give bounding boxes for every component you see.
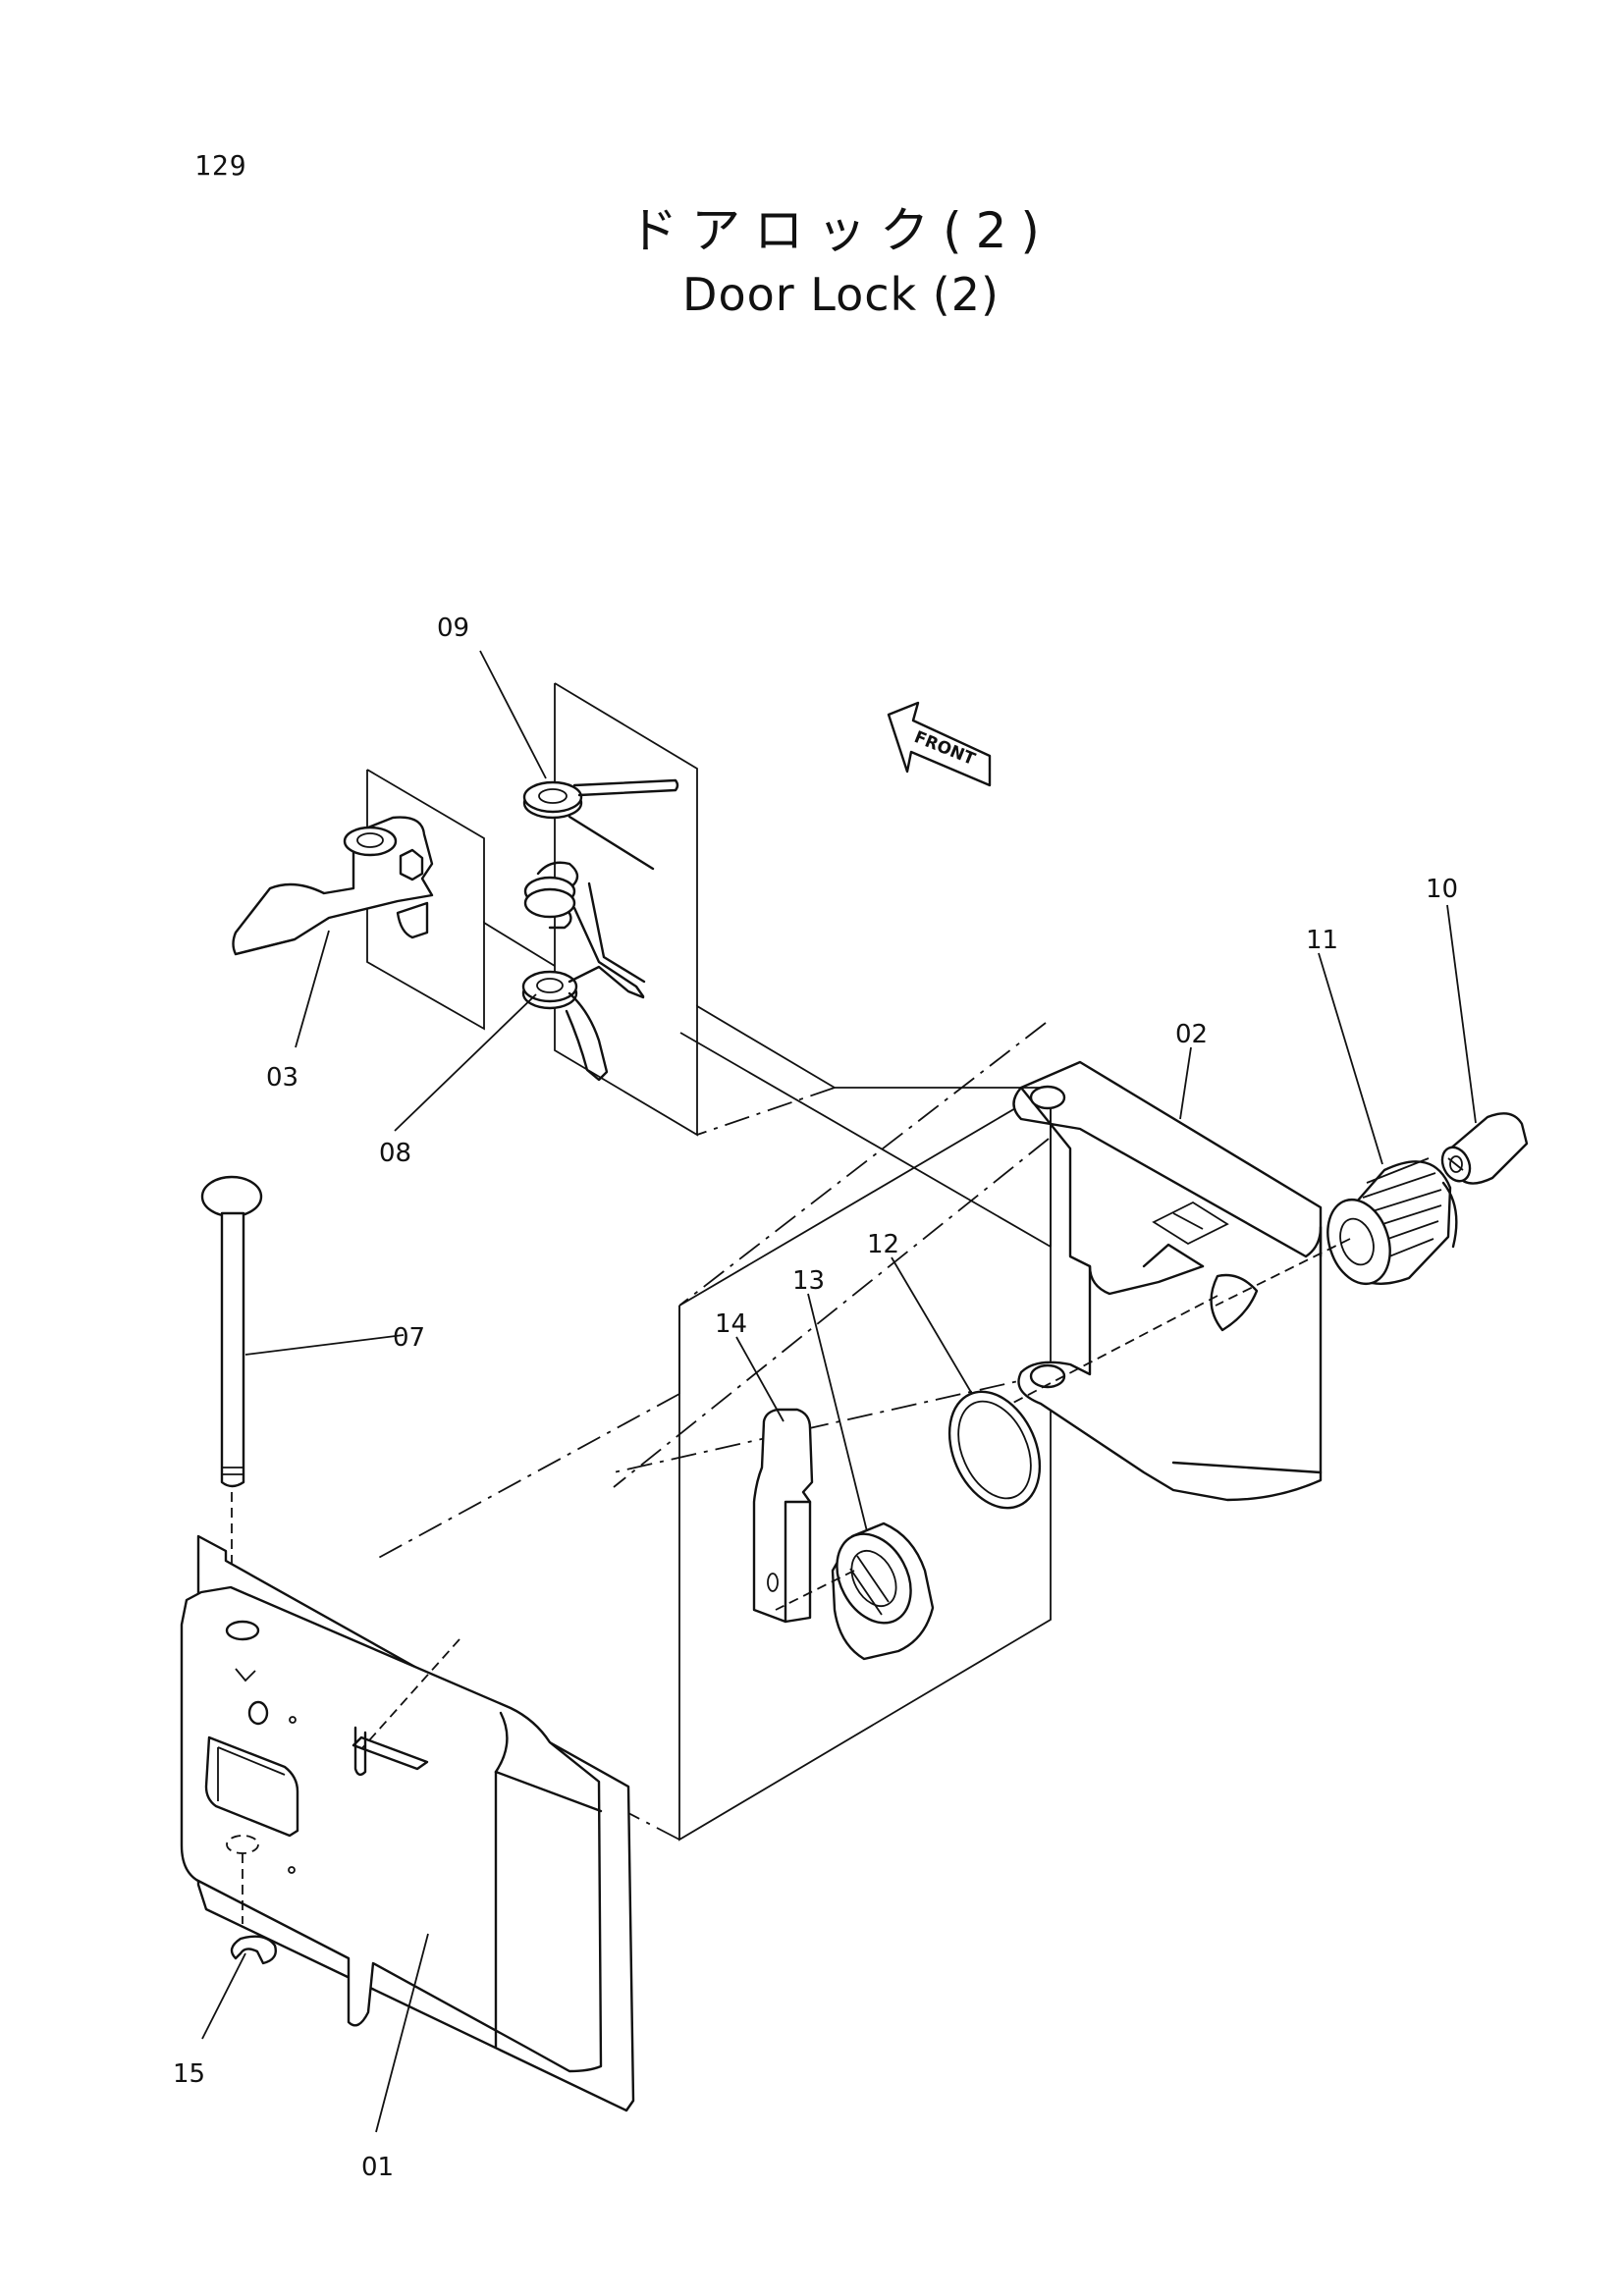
phantom-planes — [366, 682, 1052, 1842]
part-07-pin — [200, 1175, 263, 1571]
callout-14: 14 — [715, 1309, 747, 1339]
callout-15: 15 — [173, 2059, 205, 2089]
callout-01: 01 — [361, 2153, 394, 2182]
part-01-cover — [180, 1534, 635, 2112]
title-block: ドアロック(2) Door Lock (2) — [0, 191, 1623, 321]
callout-11: 11 — [1306, 926, 1338, 955]
callout-08: 08 — [379, 1139, 411, 1168]
title-japanese: ドアロック(2) — [628, 202, 1054, 259]
part-12-ring — [947, 1390, 1042, 1510]
callout-10: 10 — [1426, 875, 1458, 904]
leader-lines — [201, 650, 1477, 2133]
front-arrow: FRONT — [887, 701, 992, 787]
part-10-plug — [1440, 1112, 1529, 1185]
callout-07: 07 — [393, 1323, 425, 1353]
callout-03: 03 — [266, 1063, 298, 1093]
assembly-axes — [360, 1238, 1351, 1750]
callout-13: 13 — [792, 1266, 825, 1296]
part-13-nut — [831, 1522, 935, 1661]
callout-12: 12 — [867, 1230, 899, 1259]
callout-02: 02 — [1175, 1020, 1208, 1049]
part-03-lever — [232, 816, 434, 956]
part-14-latch — [752, 1408, 814, 1624]
page-number: 129 — [194, 149, 247, 182]
callout-09: 09 — [437, 614, 469, 643]
title-english: Door Lock (2) — [682, 268, 1000, 321]
part-09-spring — [522, 778, 679, 998]
part-15-clip — [230, 1935, 277, 1965]
part-11-bushing — [1326, 1157, 1458, 1286]
callout-labels: 09 03 08 07 02 11 10 12 13 14 15 01 — [173, 614, 1458, 2182]
part-08-spring — [521, 965, 645, 1082]
part-02-bracket — [1012, 1060, 1323, 1502]
